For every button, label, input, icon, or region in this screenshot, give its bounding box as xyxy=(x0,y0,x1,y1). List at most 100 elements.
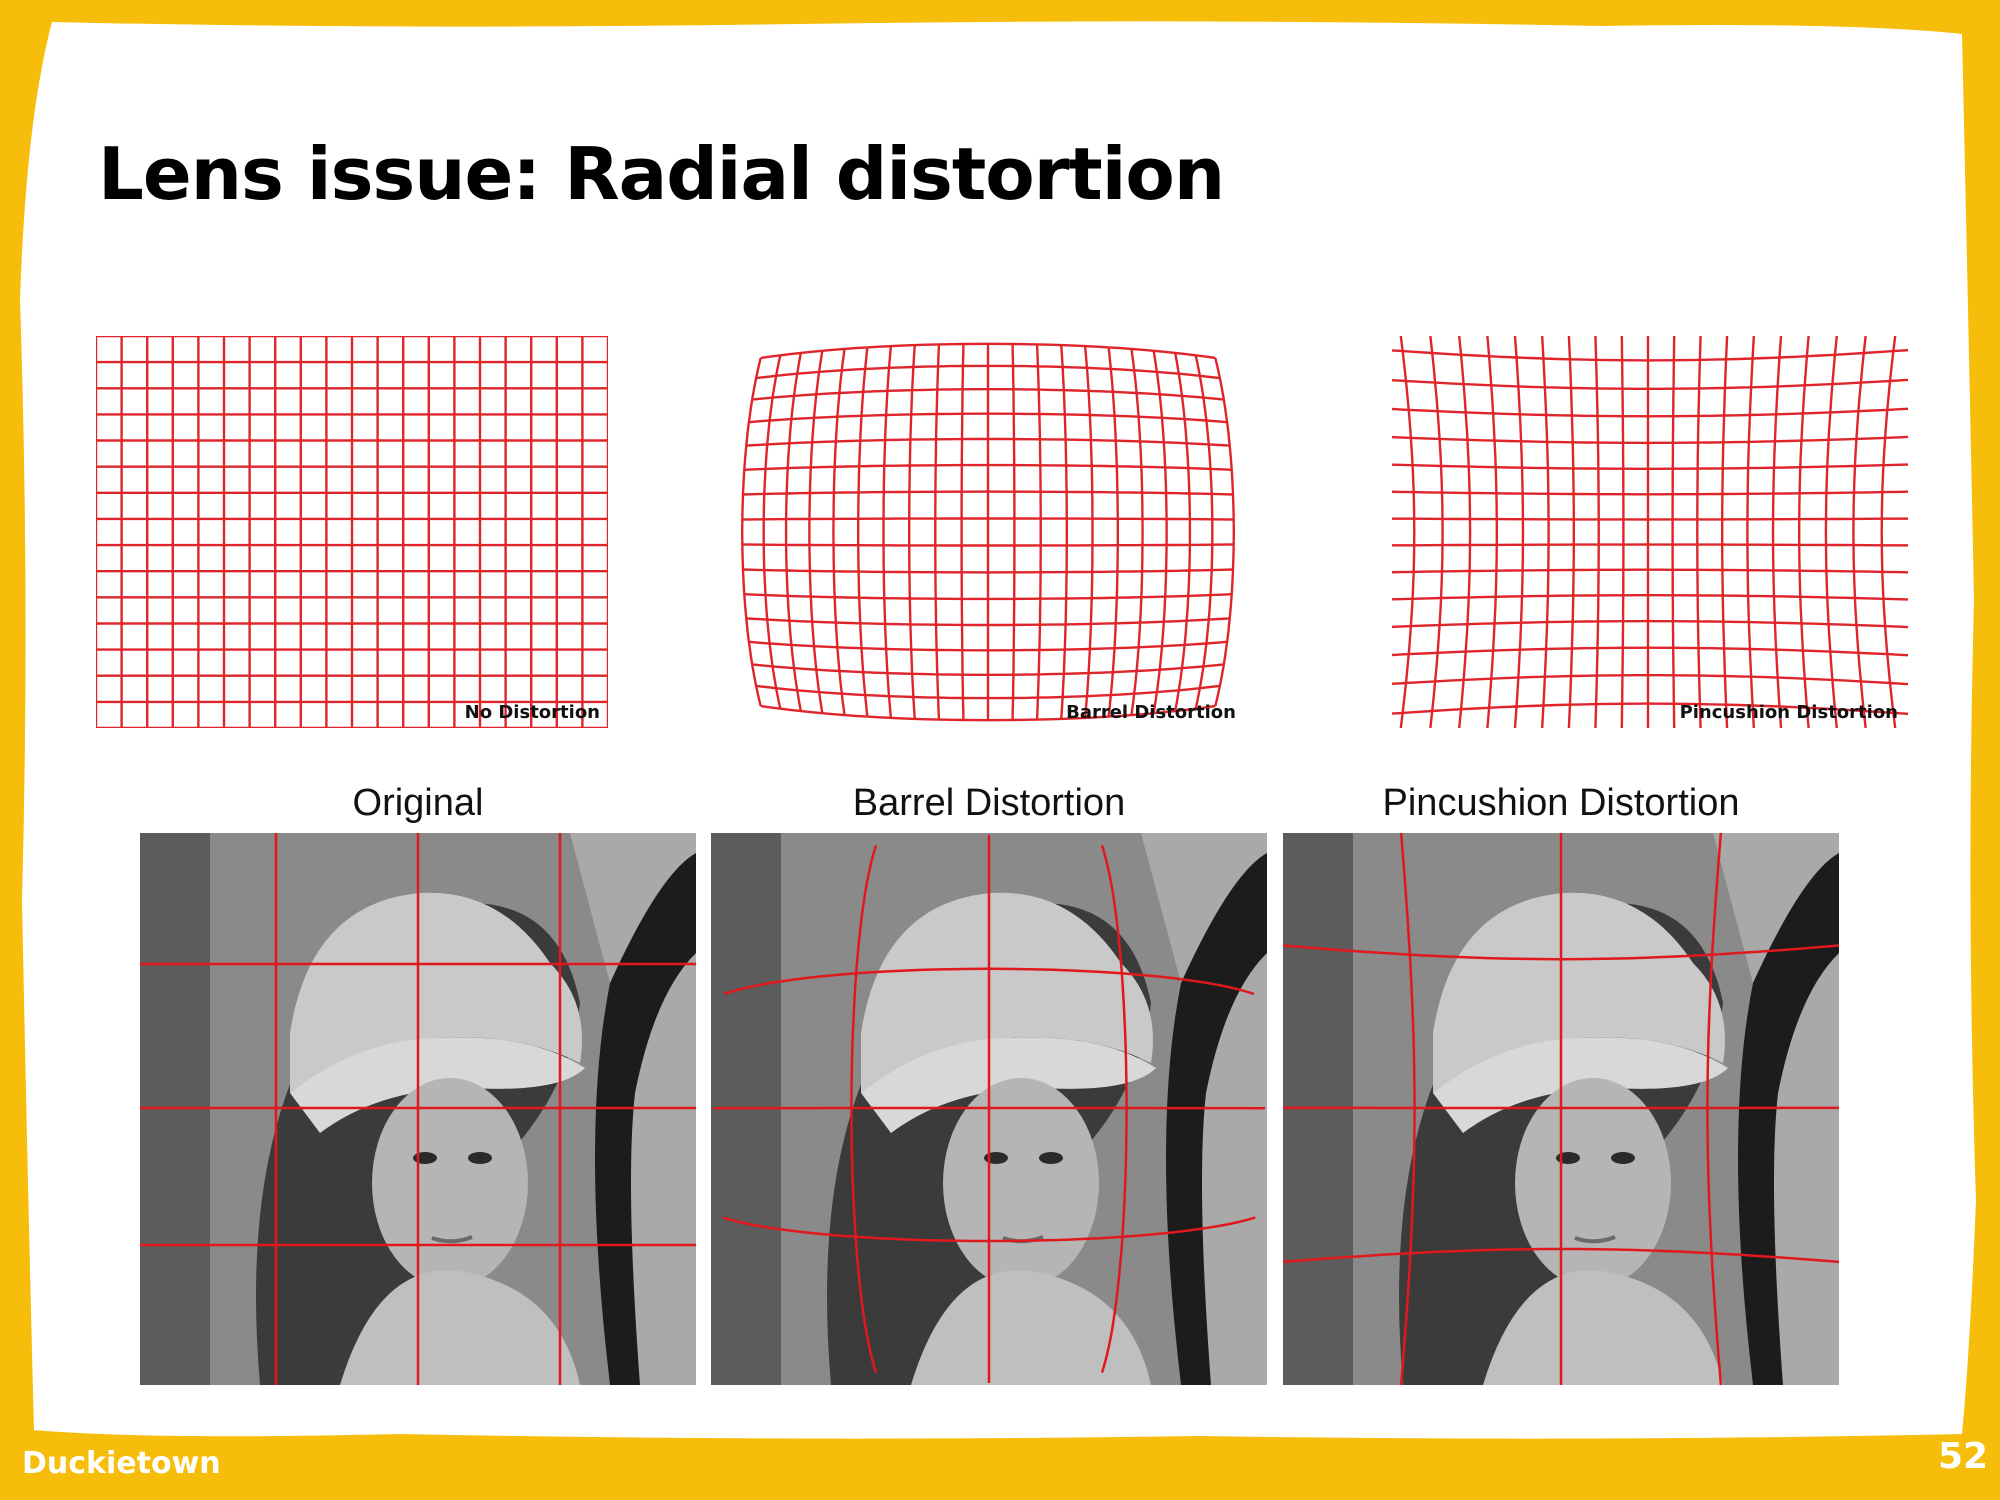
hat xyxy=(1433,892,1725,1093)
shoulder xyxy=(340,1270,580,1385)
grid-line-vertical xyxy=(857,347,869,717)
grid-line-vertical xyxy=(740,357,762,707)
grid-line-vertical xyxy=(960,343,965,721)
grid-line-vertical xyxy=(1107,347,1119,717)
grid-line-horizontal xyxy=(742,517,1234,521)
grid-lines xyxy=(96,336,608,728)
grid-line-horizontal xyxy=(1392,517,1908,521)
photo-original xyxy=(140,833,696,1385)
mouth xyxy=(1574,1235,1616,1244)
grid-line-horizontal xyxy=(742,568,1234,574)
grid-line-horizontal xyxy=(1392,594,1908,601)
grid-line-horizontal xyxy=(752,663,1224,676)
grid-line-horizontal xyxy=(752,388,1224,401)
mirror-frame xyxy=(1166,853,1267,1385)
grid-line-vertical xyxy=(1540,336,1550,728)
grid-line-vertical xyxy=(1513,336,1525,728)
grid-lines xyxy=(1392,336,1908,728)
overlay-line-horizontal xyxy=(722,1216,1256,1243)
grid-line-horizontal xyxy=(1392,568,1908,574)
grid-line-vertical xyxy=(1486,336,1498,728)
grid-no-distortion: No Distortion xyxy=(96,336,608,728)
grid-line-horizontal xyxy=(748,412,1228,424)
grid-line-vertical xyxy=(1011,343,1016,721)
shoulder xyxy=(1483,1270,1723,1385)
grid-line-horizontal xyxy=(1392,702,1908,716)
grid-line-horizontal xyxy=(744,463,1232,471)
grid-line-vertical xyxy=(1194,355,1214,709)
grid-line-vertical xyxy=(808,350,824,714)
grid-line-vertical xyxy=(1671,336,1676,728)
footer-brand: Duckietown xyxy=(22,1446,221,1481)
mirror-frame xyxy=(1738,853,1839,1385)
grid-line-vertical xyxy=(1152,350,1168,714)
grid-lines xyxy=(740,342,1236,722)
face xyxy=(372,1078,528,1288)
left-eye xyxy=(1556,1152,1580,1164)
grid-line-horizontal xyxy=(742,543,1234,547)
grid-line-horizontal xyxy=(746,617,1230,627)
grid-line-vertical xyxy=(1696,336,1702,728)
right-eye xyxy=(1039,1152,1063,1164)
grid-overlay xyxy=(140,833,696,1385)
mouth xyxy=(431,1235,473,1244)
grid-line-horizontal xyxy=(1392,619,1908,629)
slide-title: Lens issue: Radial distortion xyxy=(98,132,1225,216)
grid-line-vertical xyxy=(1083,345,1094,719)
left-eye xyxy=(984,1152,1008,1164)
grid-label: No Distortion xyxy=(465,702,600,723)
mirror-frame xyxy=(595,853,696,1385)
grid-line-horizontal xyxy=(1392,674,1908,686)
overlay-line-horizontal xyxy=(723,967,1255,996)
page-number: 52 xyxy=(1938,1436,1989,1477)
grid-line-horizontal xyxy=(755,364,1221,380)
grid-line-vertical xyxy=(1852,336,1867,728)
grid-line-horizontal xyxy=(760,704,1216,722)
grid-line-vertical xyxy=(908,345,916,719)
grid-line-vertical xyxy=(1060,345,1068,719)
grid-barrel-distortion: Barrel Distortion xyxy=(740,342,1236,723)
grid-pincushion-distortion: Pincushion Distortion xyxy=(1392,336,1908,728)
photo-caption-original: Original xyxy=(352,782,484,824)
grid-line-horizontal xyxy=(748,640,1228,652)
grid-line-vertical xyxy=(1620,336,1625,728)
grid-line-vertical xyxy=(1824,336,1838,728)
photo-barrel xyxy=(711,833,1267,1385)
grid-line-vertical xyxy=(1214,357,1236,707)
left-eye xyxy=(413,1152,437,1164)
grid-line-horizontal xyxy=(755,684,1221,700)
grid-line-vertical xyxy=(1173,352,1192,712)
grid-line-vertical xyxy=(1429,336,1444,728)
grid-line-vertical xyxy=(1399,336,1416,728)
grid-line-vertical xyxy=(1880,336,1897,728)
hat xyxy=(861,892,1153,1093)
hat xyxy=(290,892,582,1093)
grid-line-vertical xyxy=(934,344,941,720)
grid-line-vertical xyxy=(1771,336,1783,728)
grid-line-horizontal xyxy=(742,490,1234,496)
photo-caption-barrel: Barrel Distortion xyxy=(852,782,1126,824)
grid-line-vertical xyxy=(1798,336,1810,728)
overlay-line-horizontal xyxy=(1283,944,1839,961)
grid-line-vertical xyxy=(1721,336,1729,728)
grid-label: Barrel Distortion xyxy=(1066,702,1236,723)
grid-line-horizontal xyxy=(746,437,1230,447)
face xyxy=(943,1078,1099,1288)
grid-line-horizontal xyxy=(1392,378,1908,390)
grid-line-vertical xyxy=(1130,348,1144,716)
grid-line-horizontal xyxy=(744,593,1232,601)
grid-line-vertical xyxy=(762,355,782,709)
grid-line-horizontal xyxy=(1392,348,1908,362)
grid-line-horizontal xyxy=(1392,407,1908,418)
grid-line-horizontal xyxy=(1392,646,1908,657)
shoulder xyxy=(911,1270,1151,1385)
grid-line-horizontal xyxy=(1392,543,1908,547)
photo-caption-pincushion: Pincushion Distortion xyxy=(1382,782,1740,824)
grid-line-vertical xyxy=(882,345,893,719)
grid-overlay xyxy=(1283,833,1839,1385)
grid-overlay xyxy=(713,835,1265,1383)
right-eye xyxy=(468,1152,492,1164)
right-eye xyxy=(1611,1152,1635,1164)
grid-line-vertical xyxy=(1458,336,1472,728)
